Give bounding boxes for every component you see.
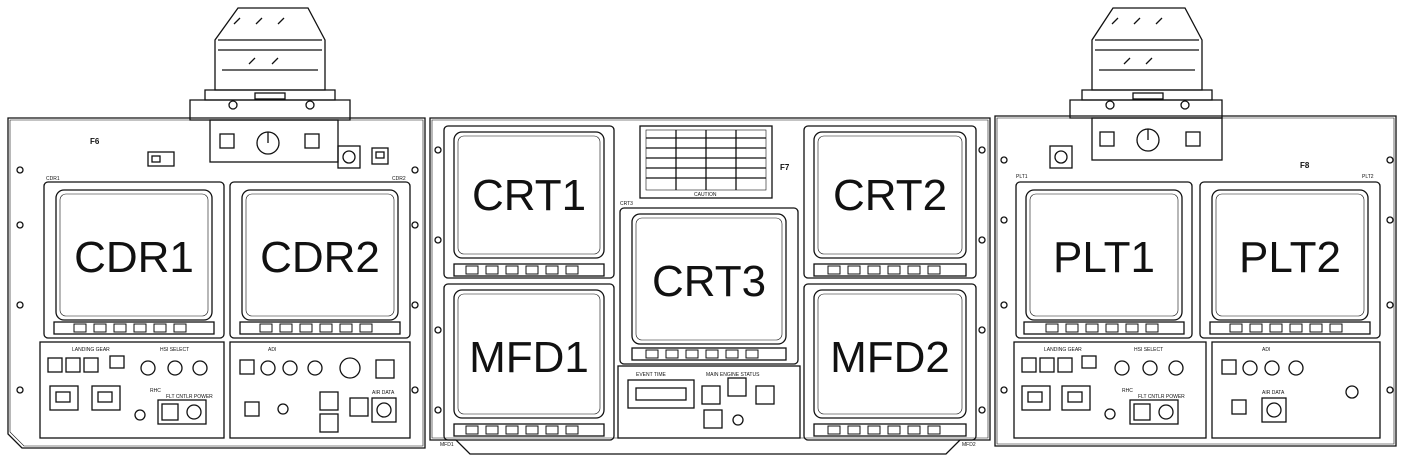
soft-key-plt2-2 xyxy=(1249,323,1263,333)
soft-key-plt1-1 xyxy=(1045,323,1059,333)
soft-key-crt2-3 xyxy=(867,265,881,275)
adi-label-left: ADI xyxy=(268,347,276,353)
soft-key-cdr1-4 xyxy=(133,323,147,333)
corner-label-cdr1: CDR1 xyxy=(46,176,60,182)
soft-key-crt3-2 xyxy=(665,349,679,359)
screen-crt2-label: CRT2 xyxy=(833,171,947,220)
panel-f8-label: F8 xyxy=(1300,161,1310,170)
main-engine-status-label: MAIN ENGINE STATUS xyxy=(706,372,760,378)
screen-crt3-label: CRT3 xyxy=(652,257,766,306)
screen-crt1-label: CRT1 xyxy=(472,171,586,220)
screen-plt1-label: PLT1 xyxy=(1053,233,1155,282)
soft-key-crt2-4 xyxy=(887,265,901,275)
caution-label: CAUTION xyxy=(694,192,717,198)
rhc-label-right: RHC xyxy=(1122,388,1133,394)
soft-key-cdr1-1 xyxy=(73,323,87,333)
soft-key-plt2-6 xyxy=(1329,323,1343,333)
soft-key-cdr2-2 xyxy=(279,323,293,333)
air-data-label-right: AIR DATA xyxy=(1262,390,1285,396)
screen-plt2-label: PLT2 xyxy=(1239,233,1341,282)
rhc-label-left: RHC xyxy=(150,388,161,394)
corner-label-mfd2: MFD2 xyxy=(962,442,976,448)
soft-key-cdr2-1 xyxy=(259,323,273,333)
soft-key-mfd1-5 xyxy=(545,425,559,435)
soft-key-mfd2-4 xyxy=(887,425,901,435)
soft-key-crt2-1 xyxy=(827,265,841,275)
hsi-select-label-left: HSI SELECT xyxy=(160,347,189,353)
hud-right xyxy=(1069,7,1223,119)
corner-label-plt2: PLT2 xyxy=(1362,174,1374,180)
screen-cdr1-label: CDR1 xyxy=(74,233,194,282)
soft-key-crt3-1 xyxy=(645,349,659,359)
soft-key-crt1-6 xyxy=(565,265,579,275)
soft-key-crt1-2 xyxy=(485,265,499,275)
soft-key-crt1-1 xyxy=(465,265,479,275)
landing-gear-label-right: LANDING GEAR xyxy=(1044,347,1082,353)
screen-mfd2-label: MFD2 xyxy=(830,333,950,382)
corner-label-crt3: CRT3 xyxy=(620,201,633,207)
soft-key-cdr1-6 xyxy=(173,323,187,333)
soft-key-cdr1-3 xyxy=(113,323,127,333)
soft-key-mfd2-5 xyxy=(907,425,921,435)
corner-label-cdr2: CDR2 xyxy=(392,176,406,182)
soft-key-mfd1-1 xyxy=(465,425,479,435)
soft-key-crt2-2 xyxy=(847,265,861,275)
soft-key-crt1-4 xyxy=(525,265,539,275)
flt-cntlr-label-left: FLT CNTLR POWER xyxy=(166,394,213,400)
soft-key-cdr2-6 xyxy=(359,323,373,333)
soft-key-crt3-5 xyxy=(725,349,739,359)
soft-key-mfd2-2 xyxy=(847,425,861,435)
soft-key-plt1-4 xyxy=(1105,323,1119,333)
soft-key-crt3-6 xyxy=(745,349,759,359)
soft-key-plt1-2 xyxy=(1065,323,1079,333)
soft-key-cdr2-3 xyxy=(299,323,313,333)
panel-f7-label: F7 xyxy=(780,163,790,172)
event-time-label: EVENT TIME xyxy=(636,372,666,378)
soft-key-mfd1-4 xyxy=(525,425,539,435)
corner-label-mfd1: MFD1 xyxy=(440,442,454,448)
soft-key-crt3-3 xyxy=(685,349,699,359)
soft-key-plt1-3 xyxy=(1085,323,1099,333)
landing-gear-label-left: LANDING GEAR xyxy=(72,347,110,353)
soft-key-crt2-6 xyxy=(927,265,941,275)
soft-key-plt2-3 xyxy=(1269,323,1283,333)
soft-key-cdr1-5 xyxy=(153,323,167,333)
soft-key-plt2-1 xyxy=(1229,323,1243,333)
soft-key-plt1-6 xyxy=(1145,323,1159,333)
soft-key-plt2-4 xyxy=(1289,323,1303,333)
panel-f6 xyxy=(7,117,426,449)
soft-key-mfd1-3 xyxy=(505,425,519,435)
soft-key-mfd2-3 xyxy=(867,425,881,435)
air-data-label-left: AIR DATA xyxy=(372,390,395,396)
soft-key-mfd2-1 xyxy=(827,425,841,435)
soft-key-crt2-5 xyxy=(907,265,921,275)
soft-key-plt2-5 xyxy=(1309,323,1323,333)
soft-key-cdr2-5 xyxy=(339,323,353,333)
soft-key-mfd1-2 xyxy=(485,425,499,435)
soft-key-plt1-5 xyxy=(1125,323,1139,333)
hsi-select-label-right: HSI SELECT xyxy=(1134,347,1163,353)
screen-cdr2-label: CDR2 xyxy=(260,233,380,282)
panel-f8 xyxy=(994,115,1397,447)
flt-cntlr-label-right: FLT CNTLR POWER xyxy=(1138,394,1185,400)
soft-key-cdr1-2 xyxy=(93,323,107,333)
soft-key-mfd2-6 xyxy=(927,425,941,435)
panel-f7 xyxy=(429,117,991,455)
screen-mfd1-label: MFD1 xyxy=(469,333,589,382)
soft-key-mfd1-6 xyxy=(565,425,579,435)
soft-key-crt1-5 xyxy=(545,265,559,275)
soft-key-cdr2-4 xyxy=(319,323,333,333)
corner-label-plt1: PLT1 xyxy=(1016,174,1028,180)
soft-key-crt3-4 xyxy=(705,349,719,359)
panel-f6-label: F6 xyxy=(90,137,100,146)
soft-key-crt1-3 xyxy=(505,265,519,275)
hud-left xyxy=(189,7,351,121)
adi-label-right: ADI xyxy=(1262,347,1270,353)
